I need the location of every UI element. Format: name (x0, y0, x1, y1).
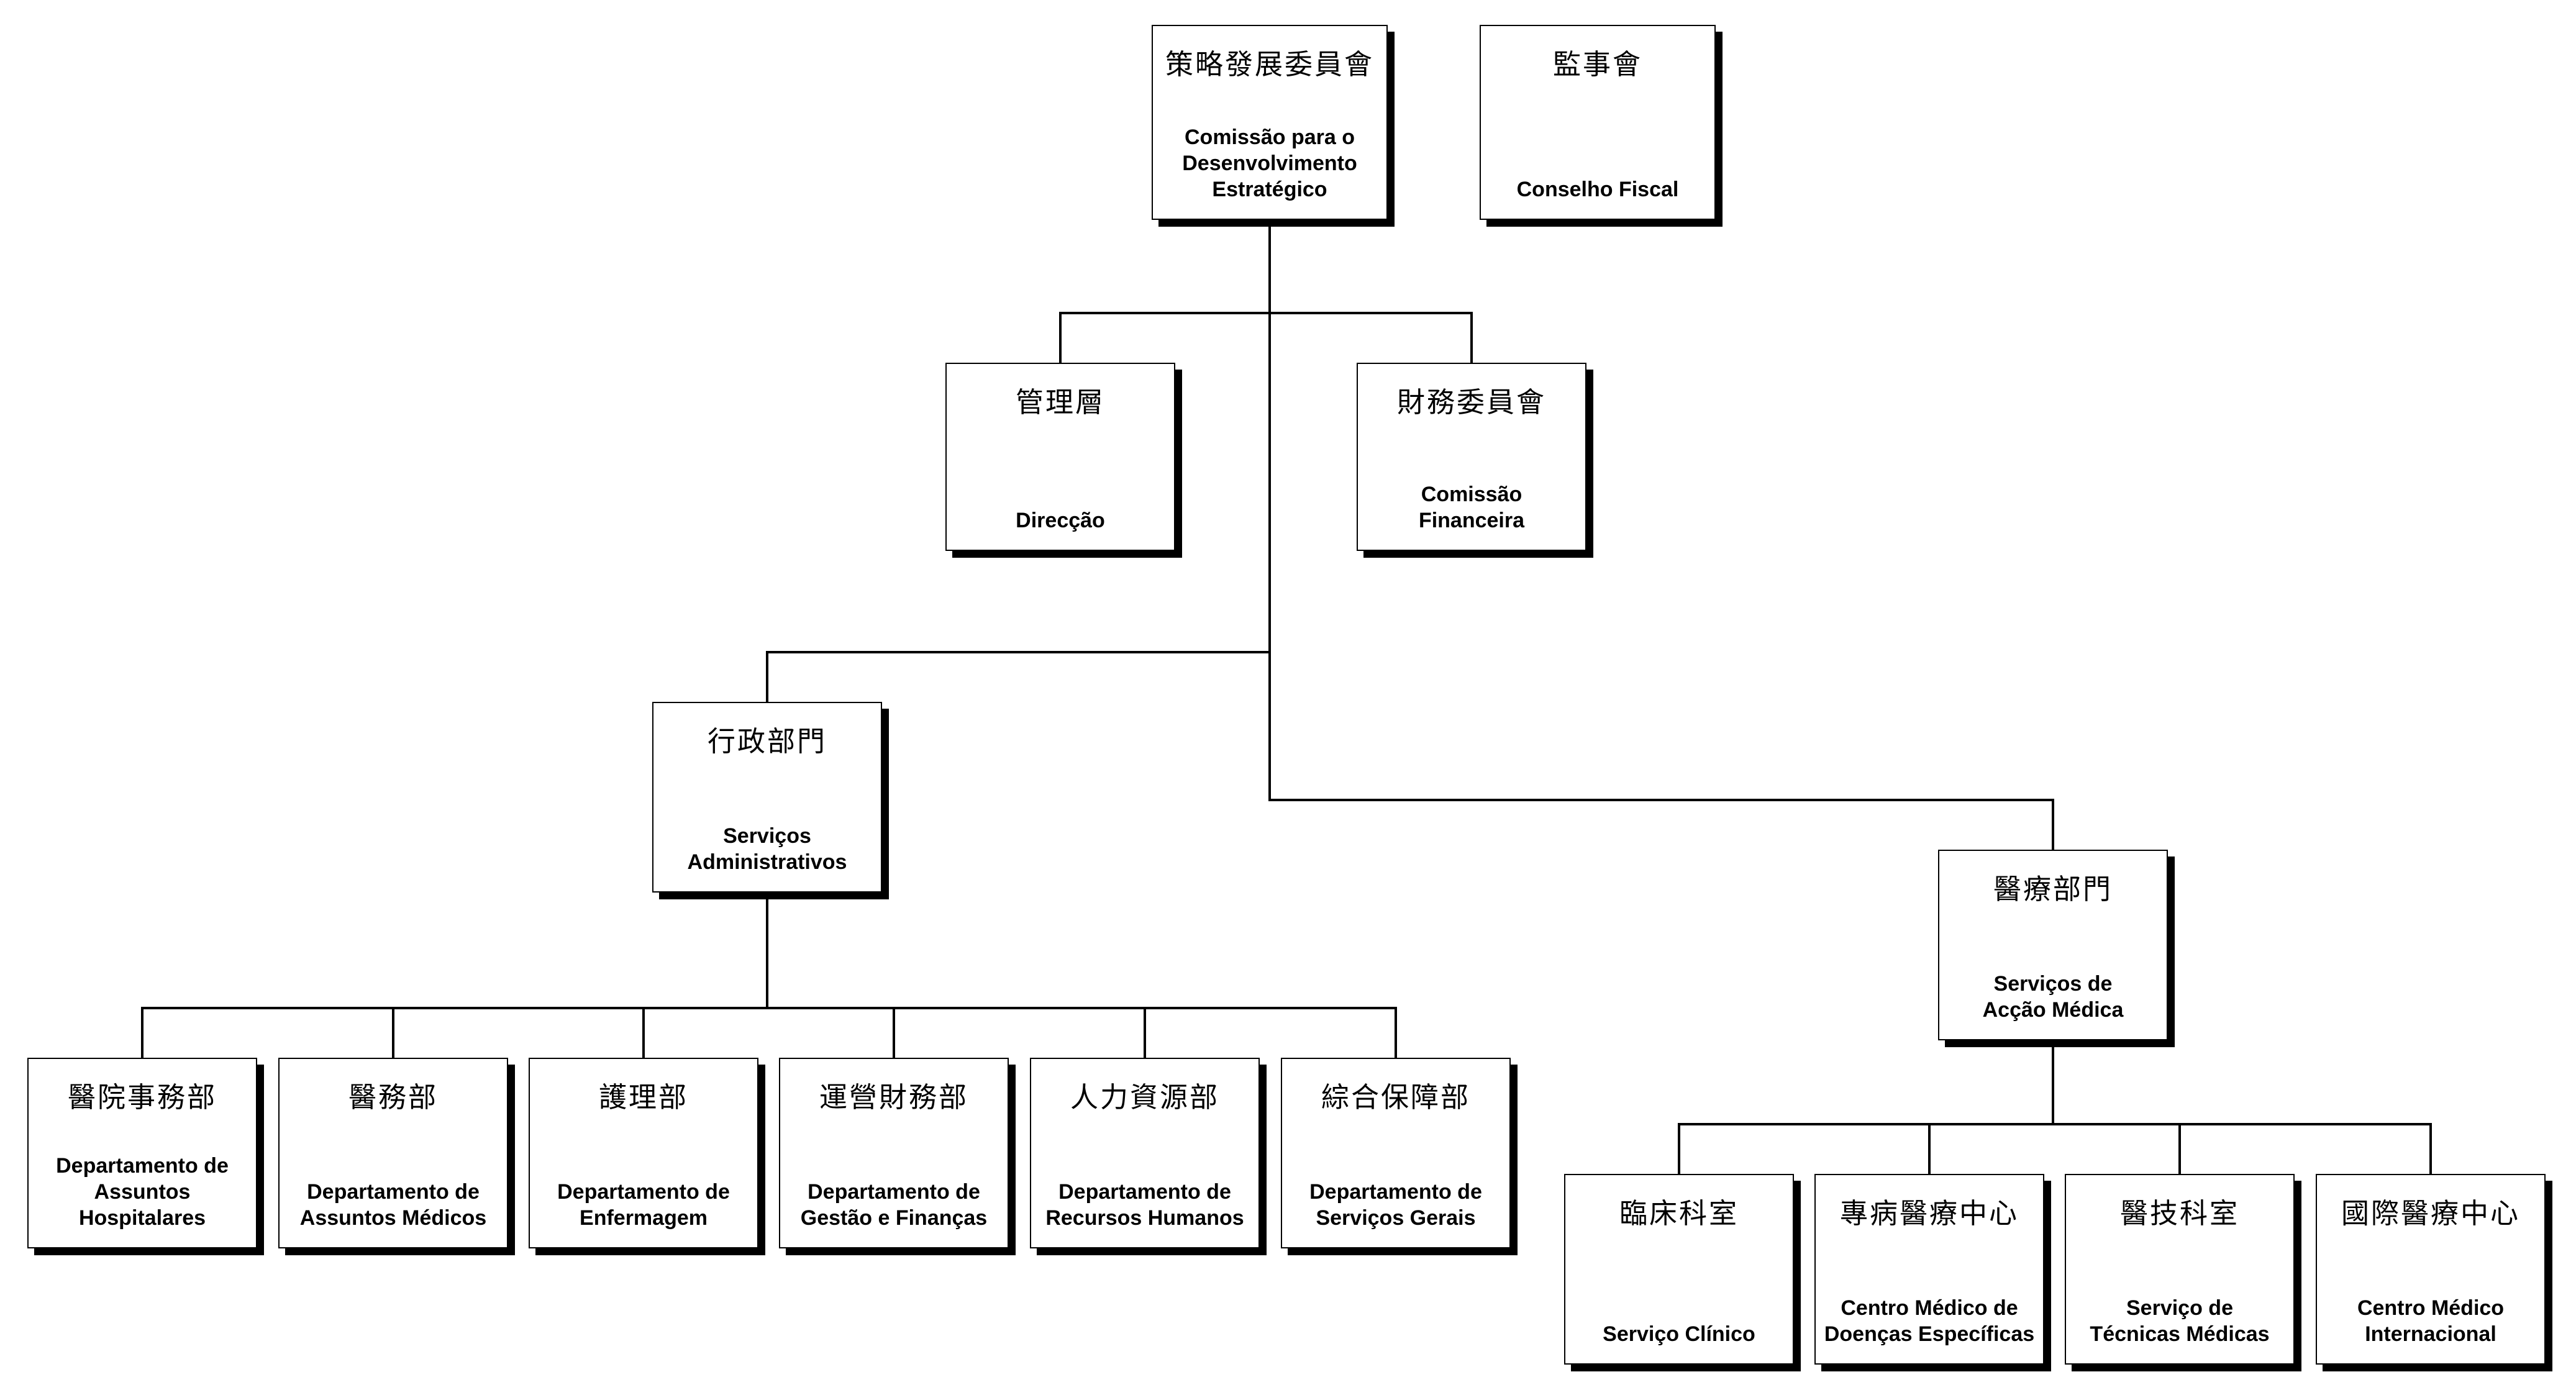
connector-admin-general (766, 893, 1397, 1058)
node-zh-label: 醫療部門 (1993, 873, 2113, 906)
node-pt-label: Departamento de Enfermagem (557, 1180, 730, 1230)
connector-strategy-direction (1059, 220, 1271, 363)
node-pt-label: Departamento de Recursos Humanos (1045, 1180, 1244, 1230)
node-zh-label: 財務委員會 (1396, 386, 1546, 419)
connector-medical-specific (1928, 1040, 2054, 1174)
node-dept-management-finance: 運營財務部 Departamento de Gestão e Finanças (779, 1058, 1009, 1248)
node-pt-label: Departamento de Assuntos Hospitalares (56, 1154, 229, 1230)
connector-medical-technical (2052, 1040, 2181, 1174)
node-pt-label: Departamento de Gestão e Finanças (800, 1180, 988, 1230)
node-pt-label: Serviço de Técnicas Médicas (2090, 1296, 2270, 1346)
connector-medical-clinical (1678, 1040, 2054, 1174)
node-fiscal-council: 監事會 Conselho Fiscal (1480, 25, 1716, 220)
node-pt-label: Direcção (1016, 509, 1105, 532)
node-zh-label: 策略發展委員會 (1165, 48, 1374, 81)
connector-medical-international (2052, 1040, 2432, 1174)
node-administrative-services: 行政部門 Serviços Administrativos (652, 702, 882, 893)
node-zh-label: 醫務部 (348, 1081, 438, 1114)
node-zh-label: 國際醫療中心 (2341, 1197, 2520, 1230)
connector-admin-hr (766, 893, 1146, 1058)
connector-admin-hospital_affairs (141, 893, 768, 1058)
node-pt-label: Conselho Fiscal (1516, 178, 1679, 201)
node-dept-general-services: 綜合保障部 Departamento de Serviços Gerais (1281, 1058, 1511, 1248)
node-pt-label: Serviço Clínico (1603, 1322, 1755, 1346)
node-finance-commission: 財務委員會 Comissão Financeira (1357, 363, 1586, 551)
node-pt-label: Comissão Financeira (1418, 483, 1525, 532)
node-pt-label: Centro Médico de Doenças Específicas (1824, 1296, 2035, 1346)
node-zh-label: 綜合保障部 (1321, 1081, 1470, 1114)
node-zh-label: 專病醫療中心 (1839, 1197, 2019, 1230)
node-dept-medical-affairs: 醫務部 Departamento de Assuntos Médicos (278, 1058, 508, 1248)
node-pt-label: Comissão para o Desenvolvimento Estratég… (1182, 125, 1357, 201)
connector-admin-nursing (642, 893, 768, 1058)
node-zh-label: 護理部 (598, 1081, 688, 1114)
node-zh-label: 醫技科室 (2119, 1197, 2239, 1230)
node-strategy-commission: 策略發展委員會 Comissão para o Desenvolvimento … (1152, 25, 1388, 220)
node-international-medical-center: 國際醫療中心 Centro Médico Internacional (2316, 1174, 2546, 1365)
node-medical-services: 醫療部門 Serviços de Acção Médica (1938, 850, 2168, 1040)
node-zh-label: 監事會 (1552, 48, 1642, 81)
node-zh-label: 管理層 (1015, 386, 1105, 419)
node-zh-label: 醫院事務部 (67, 1081, 217, 1114)
connector-strategy-finance (1268, 220, 1473, 363)
node-pt-label: Serviços de Acção Médica (1982, 972, 2124, 1022)
connector-admin-medical_affairs (392, 893, 768, 1058)
node-pt-label: Centro Médico Internacional (2357, 1296, 2505, 1346)
node-zh-label: 行政部門 (707, 725, 827, 758)
node-direction: 管理層 Direcção (945, 363, 1175, 551)
node-dept-hospital-affairs: 醫院事務部 Departamento de Assuntos Hospitala… (27, 1058, 257, 1248)
node-zh-label: 人力資源部 (1070, 1081, 1219, 1114)
connector-strategy-medical (1268, 220, 2054, 850)
node-zh-label: 臨床科室 (1619, 1197, 1739, 1230)
node-pt-label: Departamento de Serviços Gerais (1309, 1180, 1482, 1230)
node-zh-label: 運營財務部 (819, 1081, 968, 1114)
connector-admin-finance_mgmt (766, 893, 895, 1058)
node-dept-nursing: 護理部 Departamento de Enfermagem (529, 1058, 758, 1248)
node-medical-techniques-service: 醫技科室 Serviço de Técnicas Médicas (2065, 1174, 2295, 1365)
node-specific-diseases-center: 專病醫療中心 Centro Médico de Doenças Específi… (1814, 1174, 2044, 1365)
node-dept-human-resources: 人力資源部 Departamento de Recursos Humanos (1030, 1058, 1260, 1248)
node-clinical-service: 臨床科室 Serviço Clínico (1564, 1174, 1794, 1365)
node-pt-label: Serviços Administrativos (687, 824, 847, 874)
node-pt-label: Departamento de Assuntos Médicos (299, 1180, 487, 1230)
